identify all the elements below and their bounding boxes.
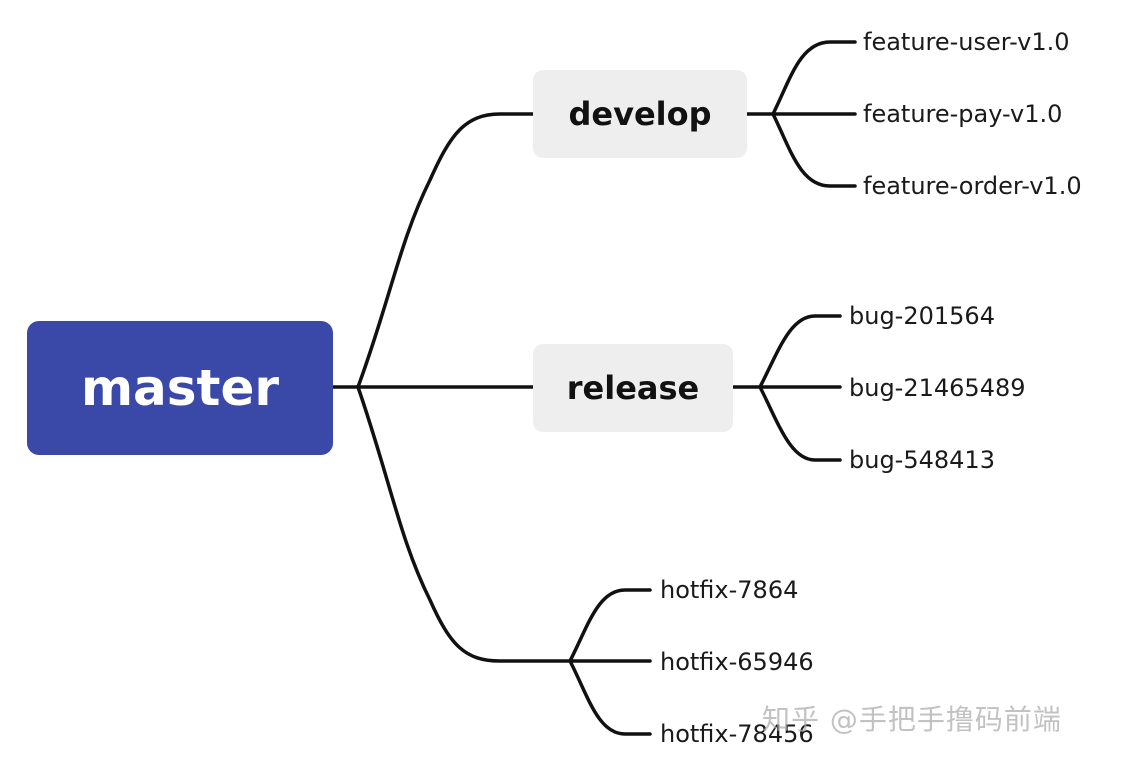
connector-hotfix-78456 [568, 659, 652, 736]
leaf-feature-user[interactable]: feature-user-v1.0 [863, 28, 1070, 56]
connector-root-hotfix [356, 385, 572, 663]
connector-feature-user [771, 40, 857, 116]
leaf-bug-201564[interactable]: bug-201564 [849, 302, 995, 330]
leaf-feature-pay[interactable]: feature-pay-v1.0 [863, 100, 1063, 128]
leaf-hotfix-7864[interactable]: hotfix-7864 [660, 576, 799, 604]
connector-bug-201564 [758, 314, 842, 389]
connector-bug-548413 [758, 385, 842, 462]
watermark-text: 知乎 @手把手撸码前端 [762, 703, 1062, 736]
leaf-bug-548413[interactable]: bug-548413 [849, 446, 995, 474]
root-node-label: master [80, 359, 280, 417]
leaf-feature-order[interactable]: feature-order-v1.0 [863, 172, 1082, 200]
leaf-hotfix-65946[interactable]: hotfix-65946 [660, 648, 814, 676]
connector-feature-order [771, 112, 857, 188]
leaf-hotfix-78456[interactable]: hotfix-78456 [660, 720, 814, 748]
connector-hotfix-7864 [568, 588, 652, 663]
connector-root-develop [356, 112, 535, 389]
branch-node-release[interactable]: release [533, 344, 733, 432]
root-node-master[interactable]: master [27, 321, 333, 455]
branch-node-develop[interactable]: develop [533, 70, 747, 158]
branch-node-label: develop [568, 95, 712, 133]
leaf-bug-21465489[interactable]: bug-21465489 [849, 374, 1026, 402]
branch-node-label: release [566, 369, 700, 407]
